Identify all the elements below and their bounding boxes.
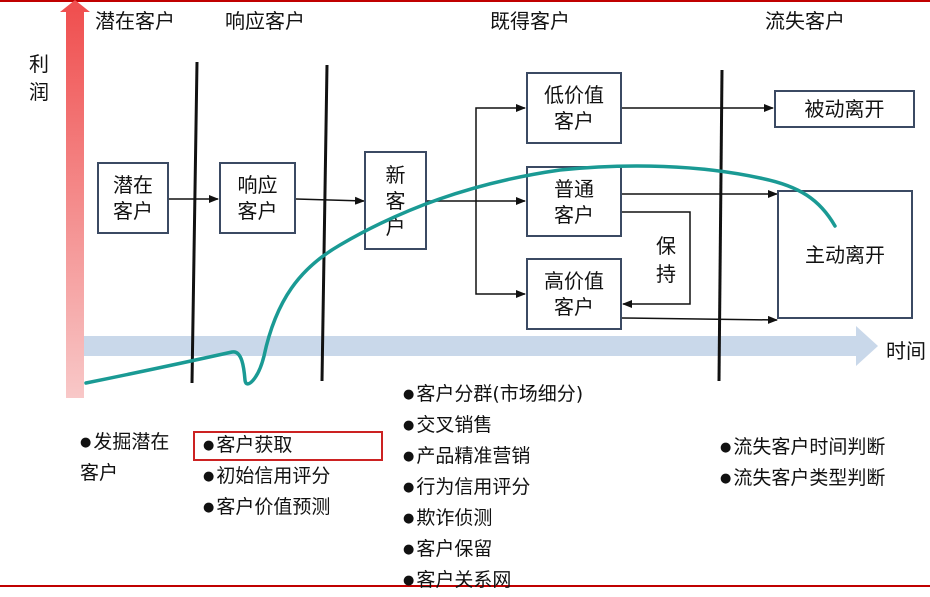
- box-low-value-customer-label: 低价值客户: [544, 83, 604, 133]
- box-responding-customer: 响应客户: [219, 162, 296, 234]
- arrow-responding-to-new: [295, 196, 365, 205]
- box-high-value-customer: 高价值客户: [526, 258, 622, 330]
- arrow-branch-to-low: [475, 104, 526, 201]
- stage-title-existing: 既得客户: [490, 9, 570, 33]
- box-passive-leave: 被动离开: [774, 90, 915, 128]
- stage-title-lost: 流失客户: [765, 9, 845, 33]
- profit-axis-label: 利润: [29, 52, 49, 104]
- stage-title-responding: 响应客户: [225, 9, 305, 33]
- list-item: 产品精准营销: [403, 442, 583, 473]
- box-potential-customer-label: 潜在客户: [113, 173, 153, 223]
- arrow-high-to-active: [621, 315, 778, 324]
- box-active-leave-label: 主动离开: [805, 242, 885, 267]
- list-existing-tasks: 客户分群(市场细分) 交叉销售 产品精准营销 行为信用评分 欺诈侦测 客户保留 …: [403, 380, 583, 597]
- box-normal-customer-label: 普通客户: [554, 176, 594, 227]
- box-active-leave: 主动离开: [777, 190, 913, 319]
- list-lost-tasks: 流失客户时间判断 流失客户类型判断: [720, 433, 885, 495]
- box-normal-customer: 普通客户: [526, 166, 622, 237]
- list-item: 客户关系网: [403, 566, 583, 597]
- profit-axis-arrow: [60, 0, 90, 398]
- box-new-customer: 新客户: [364, 151, 427, 250]
- time-axis-arrow: [84, 326, 878, 366]
- arrow-branch-to-high: [475, 201, 526, 298]
- box-passive-leave-label: 被动离开: [804, 97, 885, 121]
- list-item: 行为信用评分: [403, 473, 583, 504]
- box-low-value-customer: 低价值客户: [526, 72, 622, 144]
- top-border: [0, 0, 930, 2]
- list-item: 客户获取: [203, 431, 330, 462]
- stage-divider-3: [717, 69, 724, 382]
- list-item: 流失客户类型判断: [720, 464, 885, 495]
- stage-title-potential: 潜在客户: [95, 9, 175, 33]
- list-potential-tasks: 发掘潜在客户: [80, 428, 190, 488]
- stage-divider-2: [320, 64, 329, 382]
- list-item: 发掘潜在客户: [80, 428, 180, 488]
- list-responding-tasks: 客户获取 初始信用评分 客户价值预测: [203, 431, 330, 524]
- stage-divider-1: [190, 61, 199, 384]
- time-axis-label: 时间: [886, 339, 926, 363]
- box-potential-customer: 潜在客户: [97, 162, 169, 234]
- list-item: 交叉销售: [403, 411, 583, 442]
- list-item: 客户保留: [403, 535, 583, 566]
- list-item: 流失客户时间判断: [720, 433, 885, 464]
- keep-label: 保持: [656, 234, 676, 286]
- list-item: 初始信用评分: [203, 462, 330, 493]
- box-new-customer-label: 新客户: [385, 162, 406, 239]
- list-item: 欺诈侦测: [403, 504, 583, 535]
- box-high-value-customer-label: 高价值客户: [544, 269, 604, 319]
- box-responding-customer-label: 响应客户: [237, 173, 278, 223]
- list-item: 客户价值预测: [203, 493, 330, 524]
- list-item: 客户分群(市场细分): [403, 380, 583, 411]
